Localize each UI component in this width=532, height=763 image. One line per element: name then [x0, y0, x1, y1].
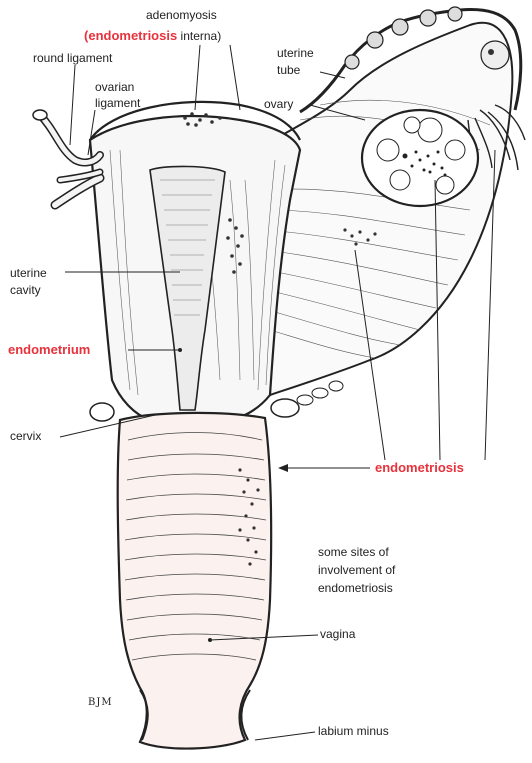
label-ovary: ovary — [264, 97, 293, 112]
broad-ligament — [253, 23, 512, 395]
label-vagina: vagina — [320, 627, 355, 642]
label-ovarian-ligament-1: ovarian — [95, 80, 134, 95]
label-sites-2: involvement of — [318, 563, 395, 578]
label-endometriosis: endometriosis — [375, 460, 464, 475]
label-labium-minus: labium minus — [318, 724, 389, 739]
artist-signature: BJM — [88, 697, 113, 708]
label-uterine-cavity-2: cavity — [10, 283, 41, 298]
label-sites-3: endometriosis — [318, 581, 393, 596]
label-endometrium: endometrium — [8, 342, 90, 357]
label-endometriosis-interna-red: endometriosis — [88, 28, 177, 43]
label-uterine-tube-1: uterine — [277, 46, 314, 61]
label-uterine-cavity-1: uterine — [10, 266, 47, 281]
label-sites-1: some sites of — [318, 545, 389, 560]
label-endometriosis-interna: (endometriosis interna) — [84, 28, 221, 44]
label-uterine-tube-2: tube — [277, 63, 300, 78]
label-cervix: cervix — [10, 429, 41, 444]
label-ovarian-ligament-2: ligament — [95, 96, 140, 111]
vagina — [118, 413, 271, 749]
label-round-ligament: round ligament — [33, 51, 112, 66]
label-endometriosis-interna-rest: interna) — [177, 29, 221, 43]
label-adenomyosis: adenomyosis — [146, 8, 217, 23]
